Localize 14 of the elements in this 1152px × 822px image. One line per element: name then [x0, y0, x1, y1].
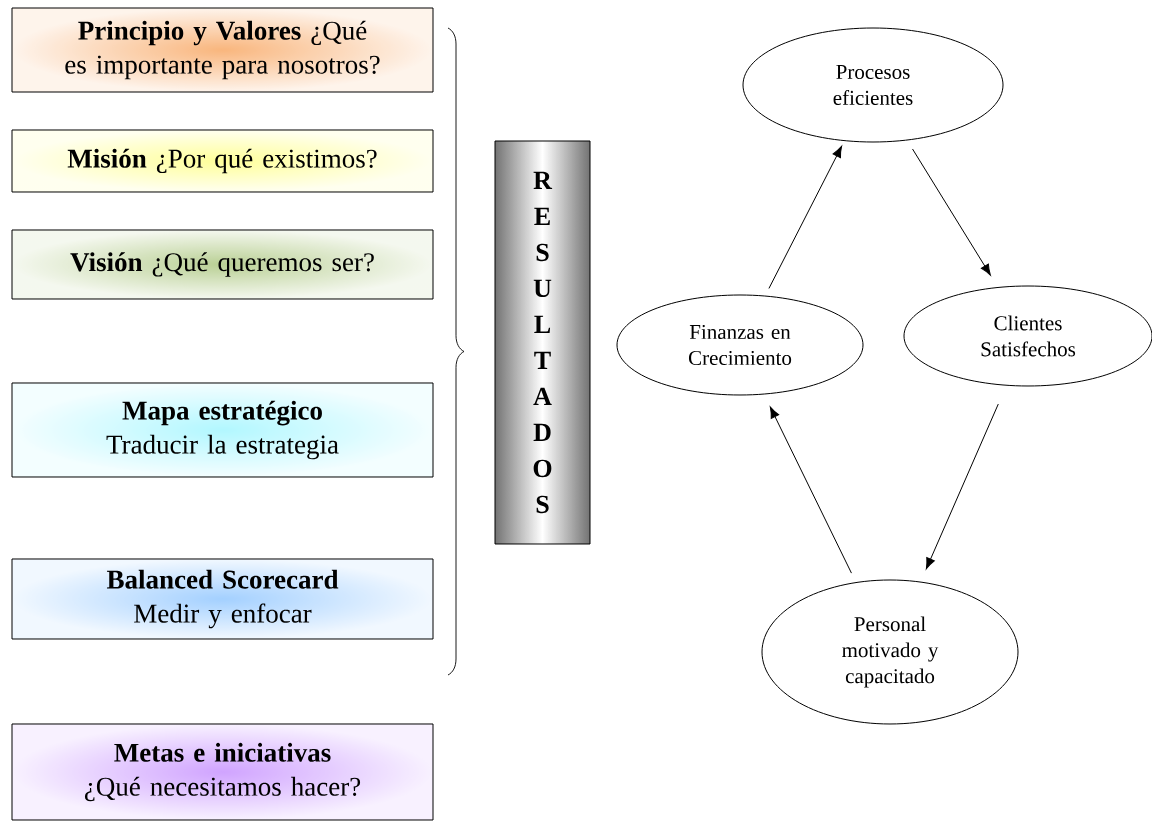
- ellipse-node: Personal motivado y capacitado: [761, 579, 1019, 725]
- text-box: Mapa estratégico Traducir la estrategia: [11, 382, 434, 478]
- ellipse-node: Procesos eficientes: [742, 27, 1004, 143]
- results-bar: RESULTADOS: [494, 140, 591, 545]
- ellipse-node: Finanzas en Crecimiento: [616, 294, 864, 396]
- arrow: [912, 148, 991, 276]
- text-box: Misión ¿Por qué existimos?: [11, 129, 434, 193]
- text-box: Metas e iniciativas ¿Qué necesitamos hacer?: [11, 723, 434, 821]
- arrow: [769, 406, 852, 574]
- text-box: Balanced Scorecard Medir y enfocar: [11, 558, 434, 640]
- arrow: [925, 403, 999, 570]
- text-box: Visión ¿Qué queremos ser?: [11, 229, 434, 300]
- arrow: [768, 145, 843, 289]
- text-box: Principio y Valores ¿Qué es importante para nosotros?: [11, 7, 434, 93]
